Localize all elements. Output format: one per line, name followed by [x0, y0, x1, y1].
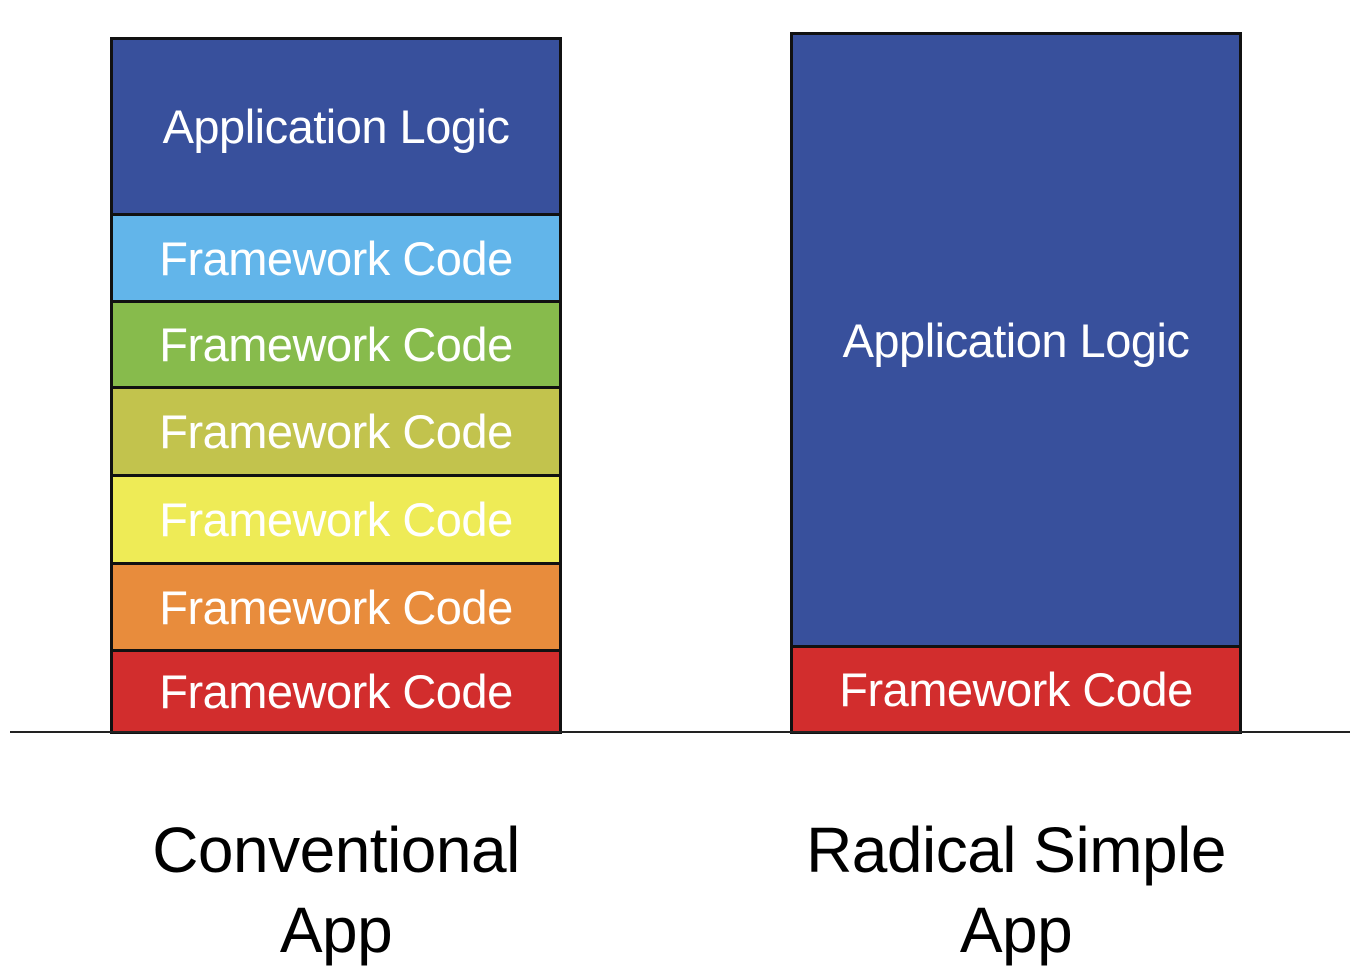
layer-framework-code: Framework Code — [113, 474, 559, 562]
caption-line: Conventional — [152, 814, 520, 886]
layer-framework-code: Framework Code — [113, 649, 559, 731]
layer-label: Application Logic — [842, 313, 1190, 367]
conventional-app-caption: Conventional App — [76, 810, 596, 970]
radical-simple-app-stack: Application Logic Framework Code — [790, 32, 1242, 734]
baseline — [10, 731, 1350, 733]
layer-label: Application Logic — [162, 100, 510, 153]
conventional-app-stack: Application Logic Framework Code Framewo… — [110, 37, 562, 734]
layer-application-logic: Application Logic — [793, 35, 1239, 645]
layer-framework-code: Framework Code — [113, 562, 559, 649]
layer-framework-code: Framework Code — [113, 213, 559, 300]
layer-label: Framework Code — [159, 665, 513, 718]
layer-label: Framework Code — [159, 318, 513, 371]
radical-simple-app-caption: Radical Simple App — [756, 810, 1276, 970]
layer-label: Framework Code — [159, 405, 513, 458]
layer-label: Framework Code — [159, 493, 513, 546]
layer-label: Framework Code — [839, 663, 1193, 716]
layer-framework-code: Framework Code — [113, 300, 559, 386]
layer-application-logic: Application Logic — [113, 40, 559, 213]
layer-framework-code: Framework Code — [793, 645, 1239, 731]
layer-framework-code: Framework Code — [113, 386, 559, 474]
caption-line: App — [959, 894, 1073, 966]
caption-line: Radical Simple — [806, 814, 1226, 886]
layer-label: Framework Code — [159, 231, 513, 285]
layer-label: Framework Code — [159, 580, 513, 634]
caption-line: App — [279, 894, 393, 966]
